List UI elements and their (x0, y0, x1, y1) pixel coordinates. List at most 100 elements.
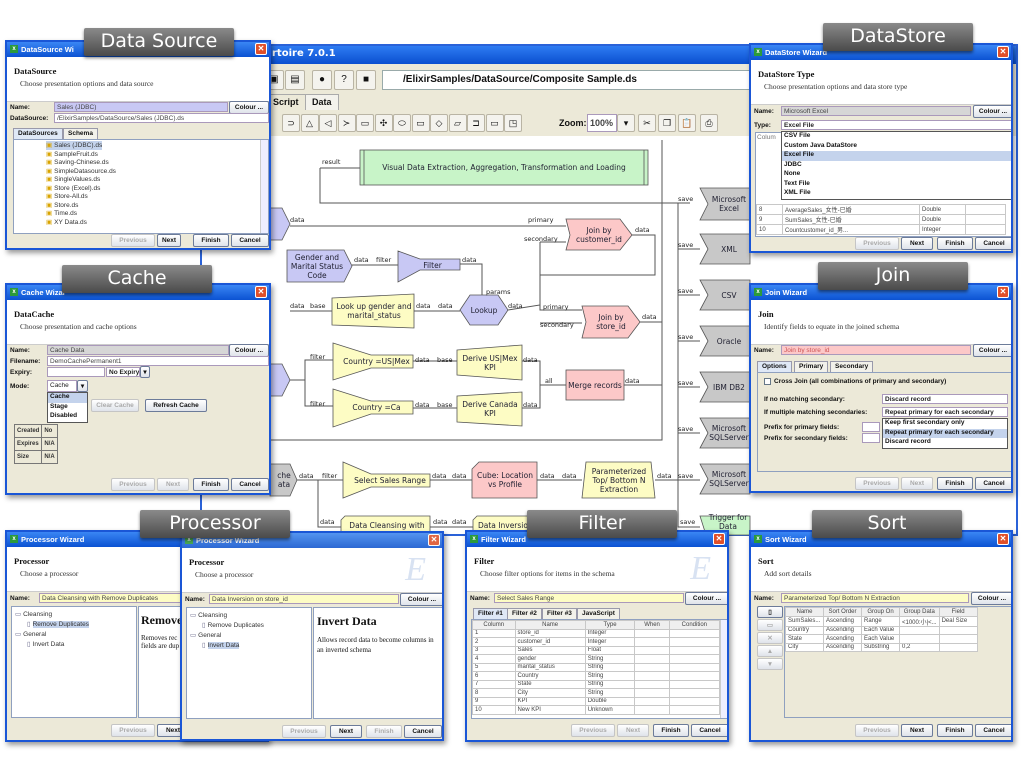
condition-cell[interactable] (668, 637, 721, 647)
diagram-node-out-db2[interactable]: IBM DB2 (713, 382, 745, 392)
previous-button[interactable]: Previous (855, 477, 899, 490)
column-header[interactable]: Condition (668, 620, 721, 630)
window-icon[interactable]: ■ (356, 70, 376, 90)
tree-item[interactable]: ▣Store (Excel).ds (46, 184, 100, 193)
dropdown-option[interactable]: Cache (48, 393, 87, 403)
move-up-icon[interactable]: ▲ (757, 645, 783, 657)
next-button[interactable]: Next (157, 234, 181, 247)
diagram-node-out-csv[interactable]: CSV (721, 290, 737, 300)
refresh-cache-button[interactable]: Refresh Cache (145, 399, 207, 412)
close-icon[interactable]: ✕ (713, 533, 725, 545)
diagram-node-inversion[interactable]: Data Inversio (478, 521, 528, 530)
finish-button[interactable]: Finish (937, 724, 973, 737)
shape-tool-icon[interactable]: ▭ (411, 114, 430, 132)
scrollbar[interactable] (260, 140, 268, 233)
next-button[interactable]: Next (157, 478, 189, 491)
diagram-node-filter[interactable]: Filter (423, 260, 442, 270)
tab-datasources[interactable]: DataSources (13, 128, 63, 139)
cancel-button[interactable]: Cancel (975, 724, 1011, 737)
name-input[interactable]: Join by store_id (781, 345, 971, 355)
diagram-node-gender[interactable]: Gender and Marital Status Code (290, 252, 344, 280)
column-header[interactable]: Group Data (899, 607, 940, 617)
condition-cell[interactable] (668, 705, 721, 715)
condition-cell[interactable] (668, 645, 721, 655)
help-icon[interactable]: ? (334, 70, 354, 90)
dropdown-option[interactable]: Disabled (50, 412, 78, 419)
diagram-node-topn[interactable]: Parameterized Top/ Bottom N Extraction (591, 466, 647, 494)
datasource-path-input[interactable]: /ElixirSamples/DataSource/Sales (JDBC).d… (54, 113, 269, 123)
tab-secondary[interactable]: Secondary (830, 361, 874, 372)
finish-button[interactable]: Finish (193, 478, 229, 491)
cross-join-checkbox[interactable] (764, 378, 771, 385)
tab-filter-1[interactable]: Filter #1 (473, 608, 508, 619)
dropdown-option[interactable]: Excel File (782, 151, 1011, 161)
tree-item[interactable]: ▣Store-All.ds (46, 192, 88, 201)
name-input[interactable]: Data Cleansing with Remove Duplicates (39, 593, 267, 603)
shape-tool-icon[interactable]: ⊃ (282, 114, 300, 132)
close-icon[interactable]: ✕ (997, 533, 1009, 545)
condition-cell[interactable] (668, 654, 721, 664)
tab-options[interactable]: Options (757, 361, 792, 372)
tree-item[interactable]: ▭General (15, 630, 133, 640)
dropdown-option[interactable]: CSV File (784, 132, 811, 139)
mode-select[interactable]: Cache (47, 380, 77, 392)
chevron-down-icon[interactable]: ▾ (77, 380, 88, 392)
tree-item[interactable]: ▣SampleFruit.ds (46, 150, 98, 159)
cancel-button[interactable]: Cancel (975, 237, 1011, 250)
condition-cell[interactable] (668, 662, 721, 672)
chevron-down-icon[interactable]: ▾ (140, 366, 150, 378)
finish-button[interactable]: Finish (937, 477, 973, 490)
tree-item[interactable]: ▣Sales (JDBC).ds (46, 141, 103, 150)
next-button[interactable]: Next (330, 725, 362, 738)
tree-item[interactable]: ▣Saving-Chinese.ds (46, 158, 109, 167)
diagram-node-derive-usmex[interactable]: Derive US|Mex KPI (462, 354, 518, 372)
previous-button[interactable]: Previous (111, 478, 155, 491)
tree-item[interactable]: ▣Time.ds (46, 209, 77, 218)
shape-tool-icon[interactable]: ◳ (504, 114, 522, 132)
edit-row-icon[interactable]: ▭ (757, 619, 783, 631)
name-input[interactable]: Select Sales Range (494, 593, 684, 603)
dropdown-option[interactable]: Discard record (885, 438, 931, 445)
tab-primary[interactable]: Primary (794, 361, 829, 372)
when-cell[interactable] (634, 671, 670, 681)
diagram-node-select-sales[interactable]: Select Sales Range (354, 476, 426, 485)
when-cell[interactable] (634, 705, 670, 715)
dropdown-option[interactable]: Keep first secondary only (885, 419, 965, 426)
shape-tool-icon[interactable]: ▱ (448, 114, 467, 132)
next-button[interactable]: Next (617, 724, 649, 737)
close-icon[interactable]: ✕ (428, 534, 440, 546)
tree-item[interactable]: ▣Store.ds (46, 201, 78, 210)
scrollbar[interactable] (720, 620, 727, 718)
tree-item[interactable]: ▯Remove Duplicates (15, 620, 133, 630)
cancel-button[interactable]: Cancel (975, 477, 1011, 490)
expiry-unit-select[interactable]: No Expiry (106, 367, 140, 377)
globe-icon[interactable]: ● (312, 70, 332, 90)
dropdown-option[interactable]: Stage (50, 402, 68, 410)
clear-cache-button[interactable]: Clear Cache (91, 399, 139, 412)
processor-tree[interactable]: ▭Cleansing▯Remove Duplicates▭General▯Inv… (11, 606, 137, 718)
previous-button[interactable]: Previous (855, 237, 899, 250)
shape-tool-icon[interactable]: ⊐ (467, 114, 485, 132)
cancel-button[interactable]: Cancel (691, 724, 727, 737)
when-cell[interactable] (634, 645, 670, 655)
tab-filter-3[interactable]: Filter #3 (542, 608, 577, 619)
paste-icon[interactable]: 📋 (678, 114, 696, 132)
previous-button[interactable]: Previous (855, 724, 899, 737)
new-row-icon[interactable]: ▯ (757, 606, 783, 618)
condition-cell[interactable] (668, 696, 721, 706)
finish-button[interactable]: Finish (653, 724, 689, 737)
diagram-node-banner[interactable]: Visual Data Extraction, Aggregation, Tra… (382, 163, 626, 172)
column-header[interactable]: Type (584, 620, 636, 630)
filename-input[interactable]: DemoCachePermanent1 (47, 356, 269, 366)
shape-tool-icon[interactable]: ⬭ (393, 114, 411, 132)
diagram-node-join-customer[interactable]: Join by customer_id (576, 225, 622, 244)
when-cell[interactable] (634, 654, 670, 664)
